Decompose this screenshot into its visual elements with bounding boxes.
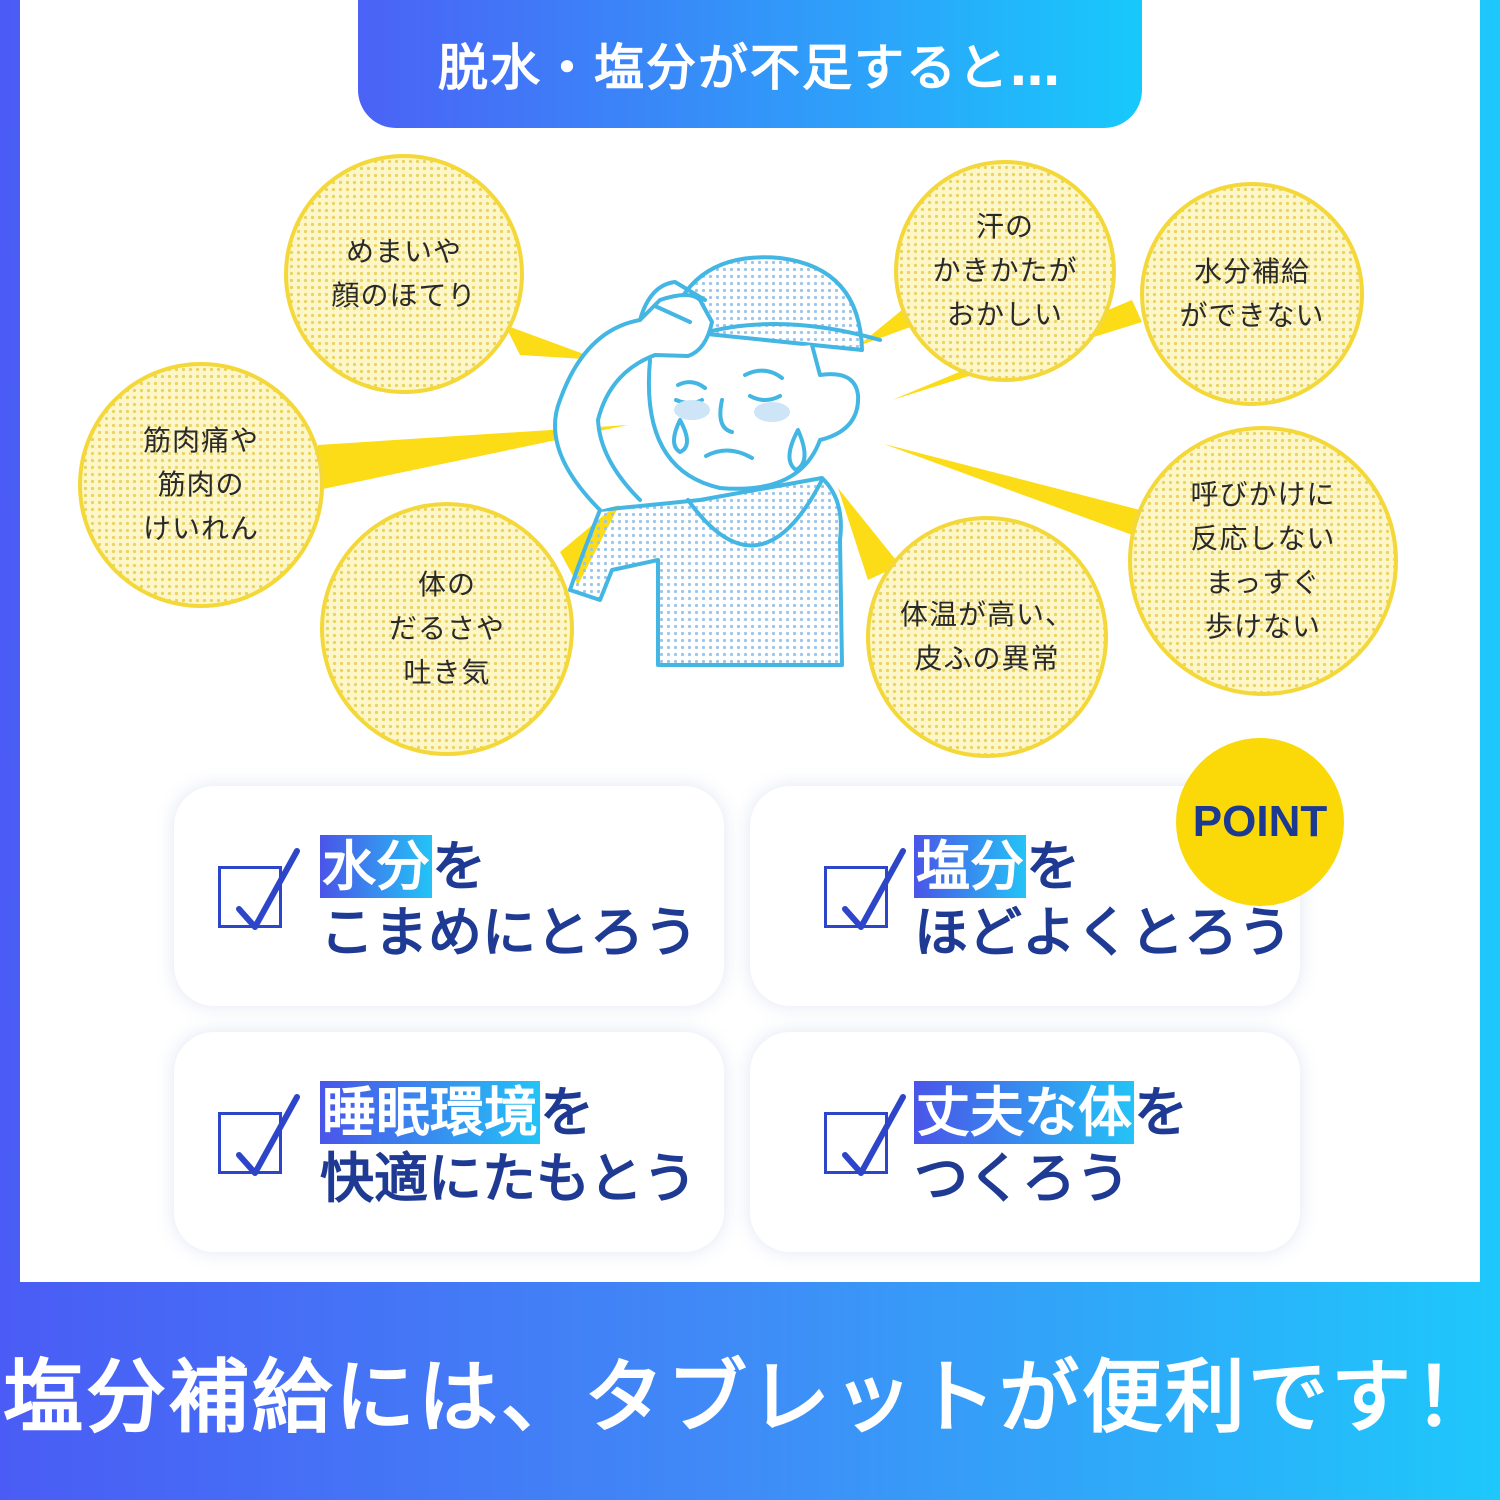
symptom-bubble-unresponsive: 呼びかけに 反応しない まっすぐ 歩けない — [1128, 426, 1398, 696]
tip-text: 塩分を ほどよくとろう — [914, 834, 1292, 966]
sweating-person-illustration — [553, 255, 882, 667]
symptom-text: 筋肉痛や 筋肉の けいれん — [142, 424, 259, 545]
tip-highlight: 丈夫な体 — [914, 1081, 1134, 1144]
page-title: 脱水・塩分が不足すると… — [438, 39, 1062, 97]
symptom-bubble-fatigue: 体の だるさや 吐き気 — [320, 502, 574, 756]
symptom-text: 水分補給 ができない — [1179, 255, 1325, 332]
symptom-text: 体温が高い、 皮ふの異常 — [899, 598, 1074, 675]
tip-line1-rest: を — [1026, 835, 1080, 898]
tip-line2: つくろう — [914, 1147, 1130, 1210]
tip-card-salt: 塩分を ほどよくとろう — [750, 786, 1300, 1006]
footer-banner: 塩分補給には、タブレットが便利です！ — [0, 1282, 1500, 1500]
tip-text: 水分を こまめにとろう — [320, 834, 698, 966]
checkbox-icon — [824, 848, 906, 930]
symptom-text: 汗の かきかたが おかしい — [932, 210, 1078, 331]
tip-highlight: 睡眠環境 — [320, 1081, 540, 1144]
tip-text: 丈夫な体を つくろう — [914, 1080, 1188, 1212]
symptom-bubble-dizziness: めまいや 顔のほてり — [284, 154, 524, 394]
checkbox-icon — [218, 848, 300, 930]
point-badge-label: POINT — [1192, 797, 1328, 846]
symptom-bubble-cramps: 筋肉痛や 筋肉の けいれん — [78, 362, 324, 608]
tip-line1-rest: を — [432, 835, 486, 898]
footer-text: 塩分補給には、タブレットが便利です！ — [3, 1351, 1497, 1444]
symptom-text: めまいや 顔のほてり — [331, 235, 477, 312]
symptom-bubble-sweat: 汗の かきかたが おかしい — [894, 160, 1116, 382]
symptom-text: 体の だるさや 吐き気 — [388, 568, 505, 689]
point-badge: POINT — [1176, 738, 1344, 906]
symptom-bubble-no-water: 水分補給 ができない — [1140, 182, 1364, 406]
tip-highlight: 塩分 — [914, 835, 1026, 898]
checkbox-icon — [218, 1094, 300, 1176]
tip-line1-rest: を — [540, 1081, 594, 1144]
tip-card-body: 丈夫な体を つくろう — [750, 1032, 1300, 1252]
symptom-bubble-temperature: 体温が高い、 皮ふの異常 — [866, 516, 1108, 758]
tip-line2: こまめにとろう — [320, 901, 698, 964]
tip-line2: 快適にたもとう — [320, 1147, 697, 1210]
symptom-text: 呼びかけに 反応しない まっすぐ 歩けない — [1190, 478, 1336, 643]
tip-line1-rest: を — [1134, 1081, 1188, 1144]
checkbox-icon — [824, 1094, 906, 1176]
header-tab: 脱水・塩分が不足すると… — [358, 0, 1142, 128]
tip-line2: ほどよくとろう — [914, 901, 1292, 964]
tip-card-water: 水分を こまめにとろう — [174, 786, 724, 1006]
tip-text: 睡眠環境を 快適にたもとう — [320, 1080, 697, 1212]
tip-card-sleep: 睡眠環境を 快適にたもとう — [174, 1032, 724, 1252]
tip-highlight: 水分 — [320, 835, 432, 898]
